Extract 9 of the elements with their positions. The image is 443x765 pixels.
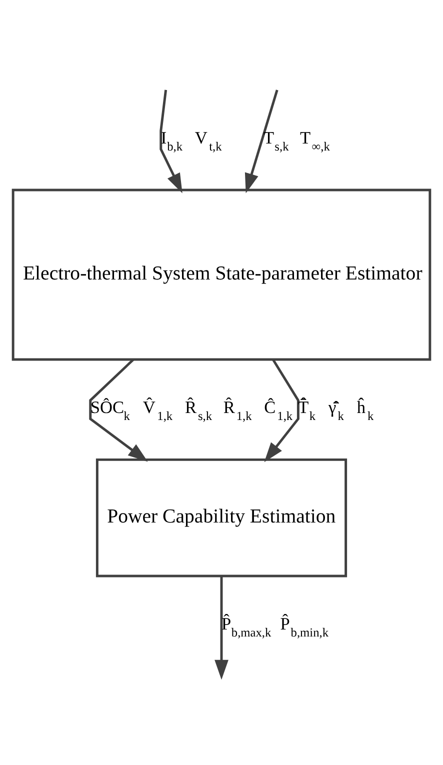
node-box: Electro-thermal System State-parameter Estimator	[12, 188, 432, 360]
arrow	[89, 358, 148, 462]
arrow	[244, 89, 278, 193]
node-box: Power Capability Estimation	[96, 458, 348, 577]
arrow	[264, 358, 300, 462]
arrow	[160, 89, 182, 193]
edge-label: T$_{s,k}$ T$_{∞,k}$	[264, 128, 330, 153]
arrow	[214, 576, 228, 680]
edge-label: SÔC$_{k}$ V̂$_{1,k}$ R̂$_{s,k}$ R̂$_{1,k}$ Ĉ$_{1,k}$	[90, 397, 293, 422]
